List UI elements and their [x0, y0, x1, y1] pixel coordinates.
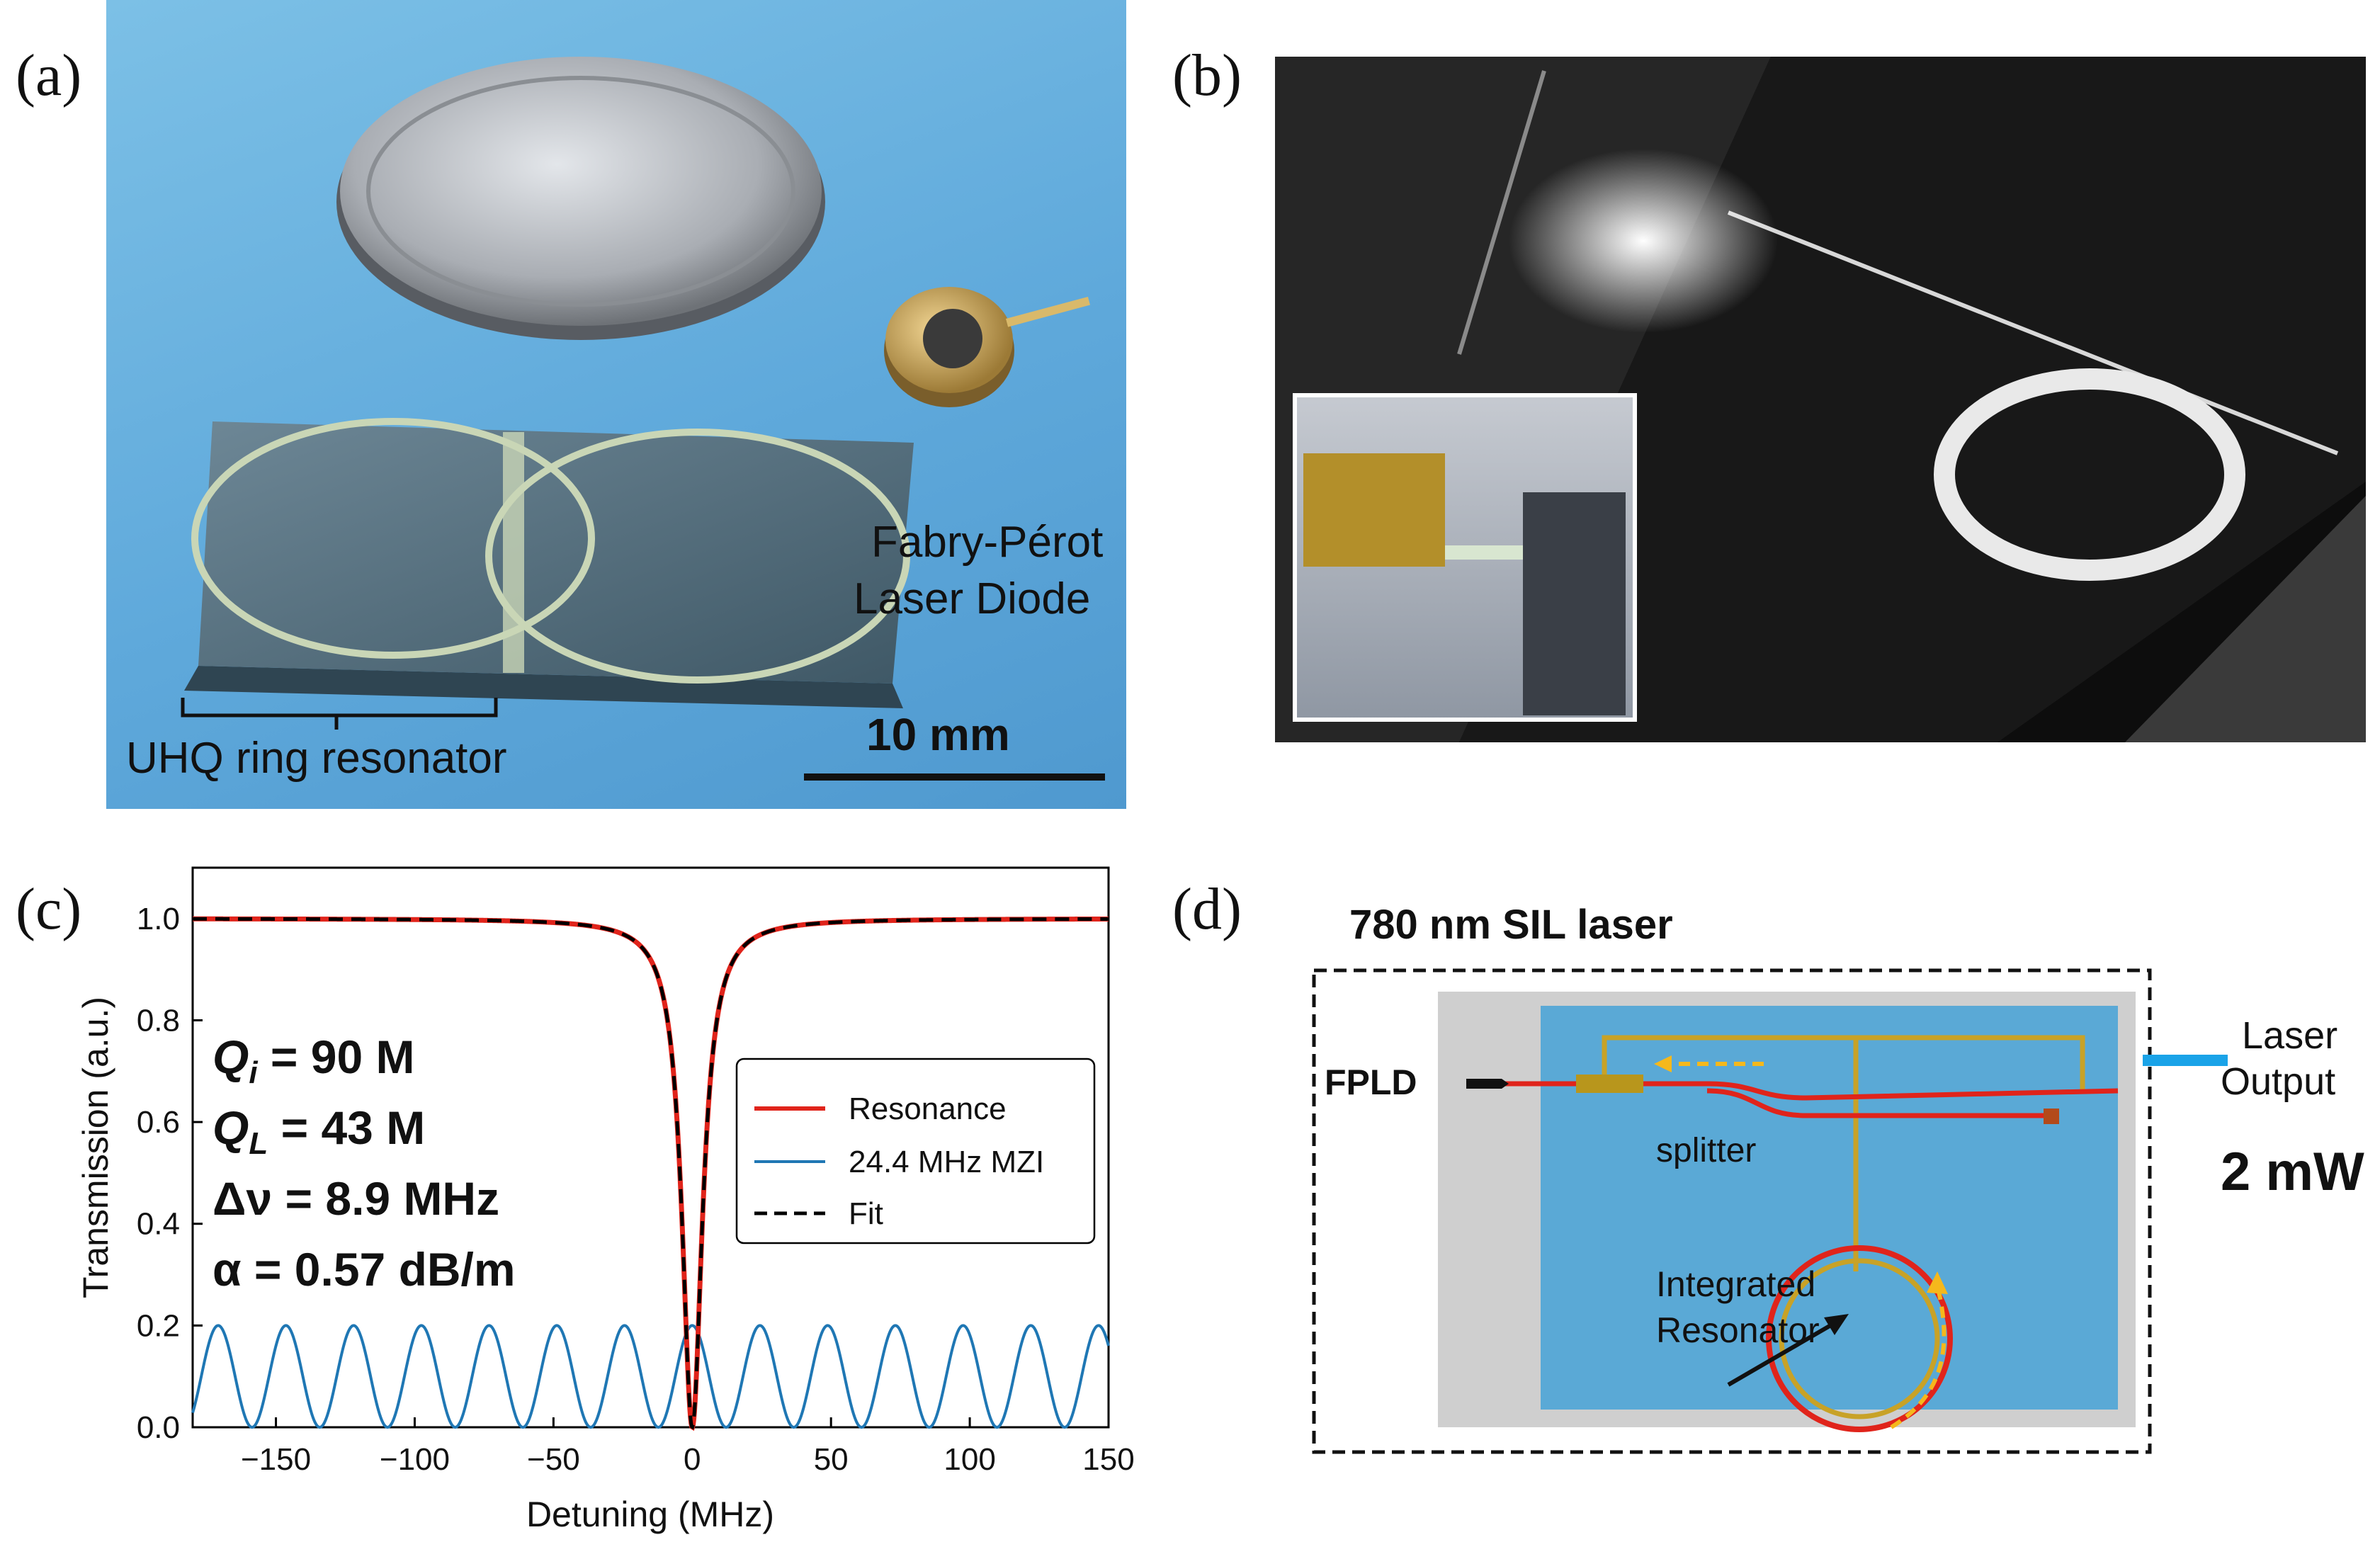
fpld-icon [1466, 1079, 1509, 1089]
resonator-label-1: Integrated [1656, 1264, 1815, 1304]
legend-fit: Fit [849, 1196, 883, 1231]
waveguides [1502, 1081, 2119, 1432]
transmission-chart: −150 −100 −50 0 50 100 150 0.0 0.2 0.4 0.6 0.8 1.0 D… [76, 866, 1133, 1534]
legend: Resonance 24.4 MHz MZI Fit [735, 1058, 1096, 1245]
x-tick-label-1: −100 [380, 1442, 450, 1477]
x-axis-label: Detuning (MHz) [526, 1495, 774, 1534]
scale-bar-label: 10 mm [866, 709, 1010, 760]
inset-photo [1293, 393, 1637, 722]
panel-label-b: (b) [1172, 42, 1242, 108]
output-label-2: Output [2221, 1060, 2335, 1103]
fpld-label: FPLD [1325, 1062, 1417, 1102]
annotation-ql: QL = 43 M [212, 1101, 425, 1161]
photo-illustration [181, 57, 1105, 781]
x-tick-label-3: 0 [684, 1442, 701, 1477]
annotation-loss: α = 0.57 dB/m [212, 1243, 516, 1296]
schematic-sil-laser: 780 nm SIL laser FPLD splitter Integrate… [1296, 846, 2373, 1542]
heater-electrode [1602, 1035, 2085, 1419]
phase-section [1576, 1075, 1643, 1093]
y-tick-label-2: 0.4 [137, 1207, 180, 1242]
schematic-title: 780 nm SIL laser [1349, 902, 1673, 948]
y-axis-label: Transmission (a.u.) [76, 997, 115, 1298]
x-tick-label-0: −150 [241, 1442, 311, 1477]
y-tick-label-5: 1.0 [137, 902, 180, 936]
x-tick-label-5: 100 [944, 1442, 995, 1477]
laser-output-line [2143, 1055, 2228, 1066]
annotation-linewidth: Δν = 8.9 MHz [212, 1172, 499, 1225]
laser-diode-label-2: Laser Diode [854, 574, 1091, 623]
power-label: 2 mW [2221, 1142, 2364, 1202]
y-tick-label-3: 0.6 [137, 1105, 180, 1140]
microscope-illustration [1275, 57, 2366, 742]
package-outline [1312, 968, 2152, 1454]
panel-label-a: (a) [16, 42, 82, 108]
chip [1541, 1006, 2118, 1410]
ring-resonator [1934, 368, 2245, 581]
panel-label-d: (d) [1172, 876, 1242, 942]
ring-circulation-arrow [1890, 1285, 1946, 1429]
photo-chip-and-coin: Fabry-Pérot Laser Diode UHQ ring resonat… [106, 0, 1126, 809]
x-tick-label-6: 150 [1082, 1442, 1133, 1477]
schematic-drawing: 780 nm SIL laser FPLD splitter Integrate… [1312, 902, 2364, 1454]
scale-bar [804, 773, 1105, 781]
annotation-qi: Qi = 90 M [212, 1031, 415, 1090]
legend-mzi: 24.4 MHz MZI [849, 1145, 1044, 1179]
pointer-arrow [1727, 1319, 1840, 1387]
y-tick-label-1: 0.2 [137, 1308, 180, 1343]
splitter-label: splitter [1656, 1132, 1756, 1169]
waveguide-termination [2044, 1109, 2059, 1124]
y-tick-label-0: 0.0 [137, 1410, 180, 1445]
y-tick-label-4: 0.8 [137, 1003, 180, 1038]
series-line-1 [191, 1324, 1110, 1429]
annotations: Qi = 90 M QL = 43 M Δν = 8.9 MHz α = 0.5… [212, 1031, 516, 1296]
legend-resonance: Resonance [849, 1092, 1007, 1126]
chip-label: UHQ ring resonator [126, 734, 507, 783]
series-line-0 [193, 916, 1109, 1432]
x-tick-label-2: −50 [527, 1442, 580, 1477]
resonator-chip [184, 666, 903, 708]
resonator-label-2: Resonator [1656, 1310, 1820, 1350]
output-label-1: Laser [2242, 1014, 2338, 1057]
photo-ring-microscope [1275, 57, 2366, 742]
x-tick-label-4: 50 [814, 1442, 849, 1477]
panel-label-c: (c) [16, 876, 82, 942]
laser-diode-label-1: Fabry-Pérot [871, 518, 1104, 567]
